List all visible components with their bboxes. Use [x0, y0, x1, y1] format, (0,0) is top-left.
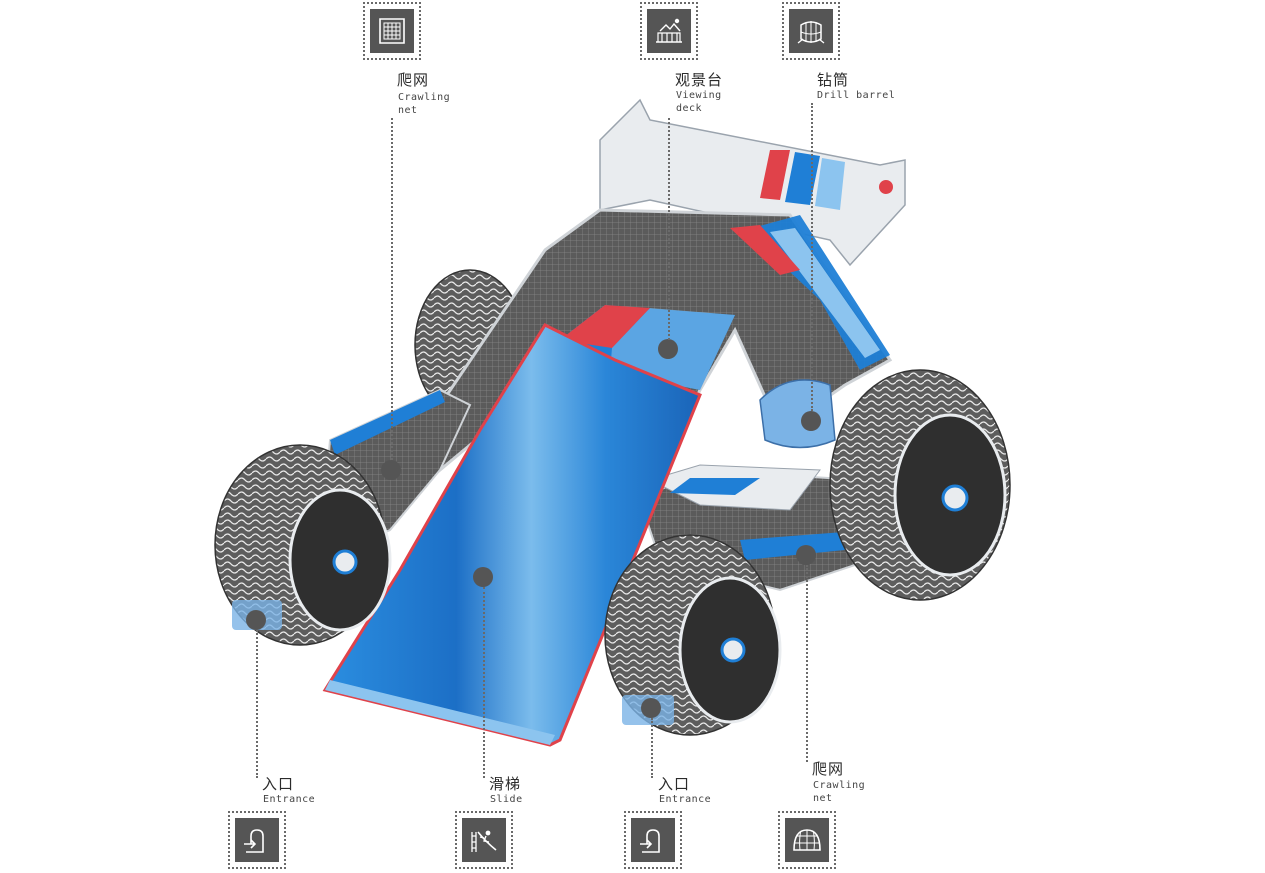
label-en-slide: Slide — [490, 794, 523, 805]
entrance-icon — [640, 829, 660, 853]
viewing-deck-icon — [656, 18, 682, 43]
slide-icon — [471, 830, 497, 852]
leader-slide — [483, 587, 485, 778]
marker-crawling-net-right — [796, 545, 816, 565]
label-cn-crawling-net-top: 爬网 — [397, 71, 430, 89]
label-en-crawling-net-bottom: Crawling net — [813, 780, 866, 804]
dome-net-icon — [793, 829, 821, 851]
leader-viewing-deck — [668, 118, 670, 340]
label-cn-slide: 滑梯 — [489, 775, 522, 793]
icon-box-entrance-left — [228, 811, 286, 869]
leader-crawling-net-bottom — [806, 565, 808, 762]
label-cn-viewing-deck: 观景台 — [675, 71, 724, 89]
marker-entrance-right — [641, 698, 661, 718]
leader-entrance-right — [651, 718, 653, 778]
label-cn-entrance-right: 入口 — [658, 775, 691, 793]
label-en-entrance-left: Entrance — [263, 794, 316, 805]
marker-dots — [246, 339, 821, 718]
icon-box-entrance-right — [624, 811, 682, 869]
label-en-entrance-right: Entrance — [659, 794, 712, 805]
marker-drill-barrel — [801, 411, 821, 431]
entrance-icon — [244, 829, 264, 853]
label-en-drill-barrel: Drill barrel — [817, 90, 896, 101]
marker-entrance-left — [246, 610, 266, 630]
icon-box-crawling-net-bottom — [778, 811, 836, 869]
wheel-front-right — [604, 534, 782, 736]
label-cn-drill-barrel: 钻筒 — [817, 71, 850, 89]
leader-crawling-net-top — [391, 118, 393, 460]
marker-viewing-deck — [658, 339, 678, 359]
wheel-back-right — [829, 369, 1011, 601]
slide — [322, 323, 702, 747]
marker-crawling-net-left — [381, 460, 401, 480]
icon-box-slide — [455, 811, 513, 869]
label-en-viewing-deck: Viewing deck — [676, 90, 722, 114]
crawling-net-icon — [379, 18, 405, 44]
leader-drill-barrel — [811, 103, 813, 411]
wheel-front-left — [214, 444, 392, 646]
label-cn-entrance-left: 入口 — [262, 775, 295, 793]
label-cn-crawling-net-bottom: 爬网 — [812, 760, 845, 778]
leader-entrance-left — [256, 630, 258, 778]
icon-box-viewing-deck — [640, 2, 698, 60]
drill-barrel-icon — [797, 21, 825, 44]
icon-box-drill-barrel — [782, 2, 840, 60]
marker-slide — [473, 567, 493, 587]
icon-box-crawling-net — [363, 2, 421, 60]
label-en-crawling-net-top: Crawling net — [398, 92, 451, 116]
